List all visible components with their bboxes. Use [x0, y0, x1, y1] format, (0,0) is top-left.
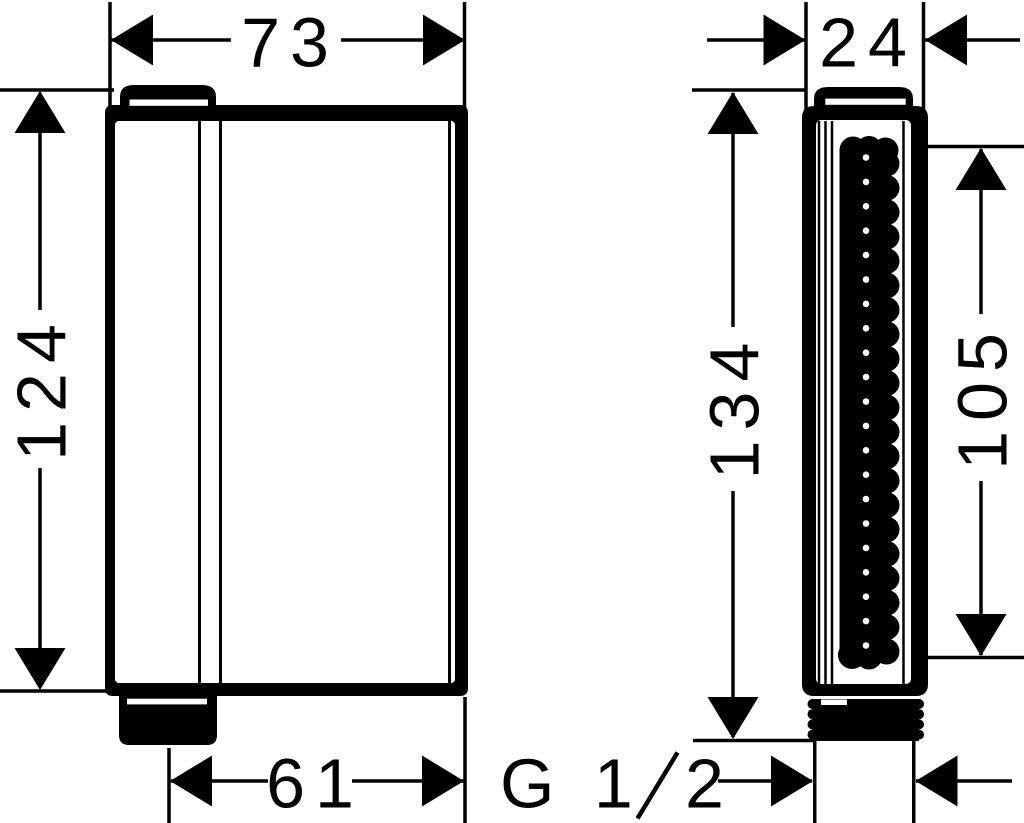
svg-text:134: 134 — [696, 333, 774, 480]
svg-text:61: 61 — [266, 745, 364, 823]
svg-text:73: 73 — [241, 4, 339, 82]
svg-text:105: 105 — [944, 323, 1022, 470]
svg-text:124: 124 — [3, 314, 81, 461]
svg-text:24: 24 — [819, 4, 917, 82]
svg-text:G 1: G 1 — [500, 745, 643, 823]
svg-text:2: 2 — [685, 745, 734, 823]
